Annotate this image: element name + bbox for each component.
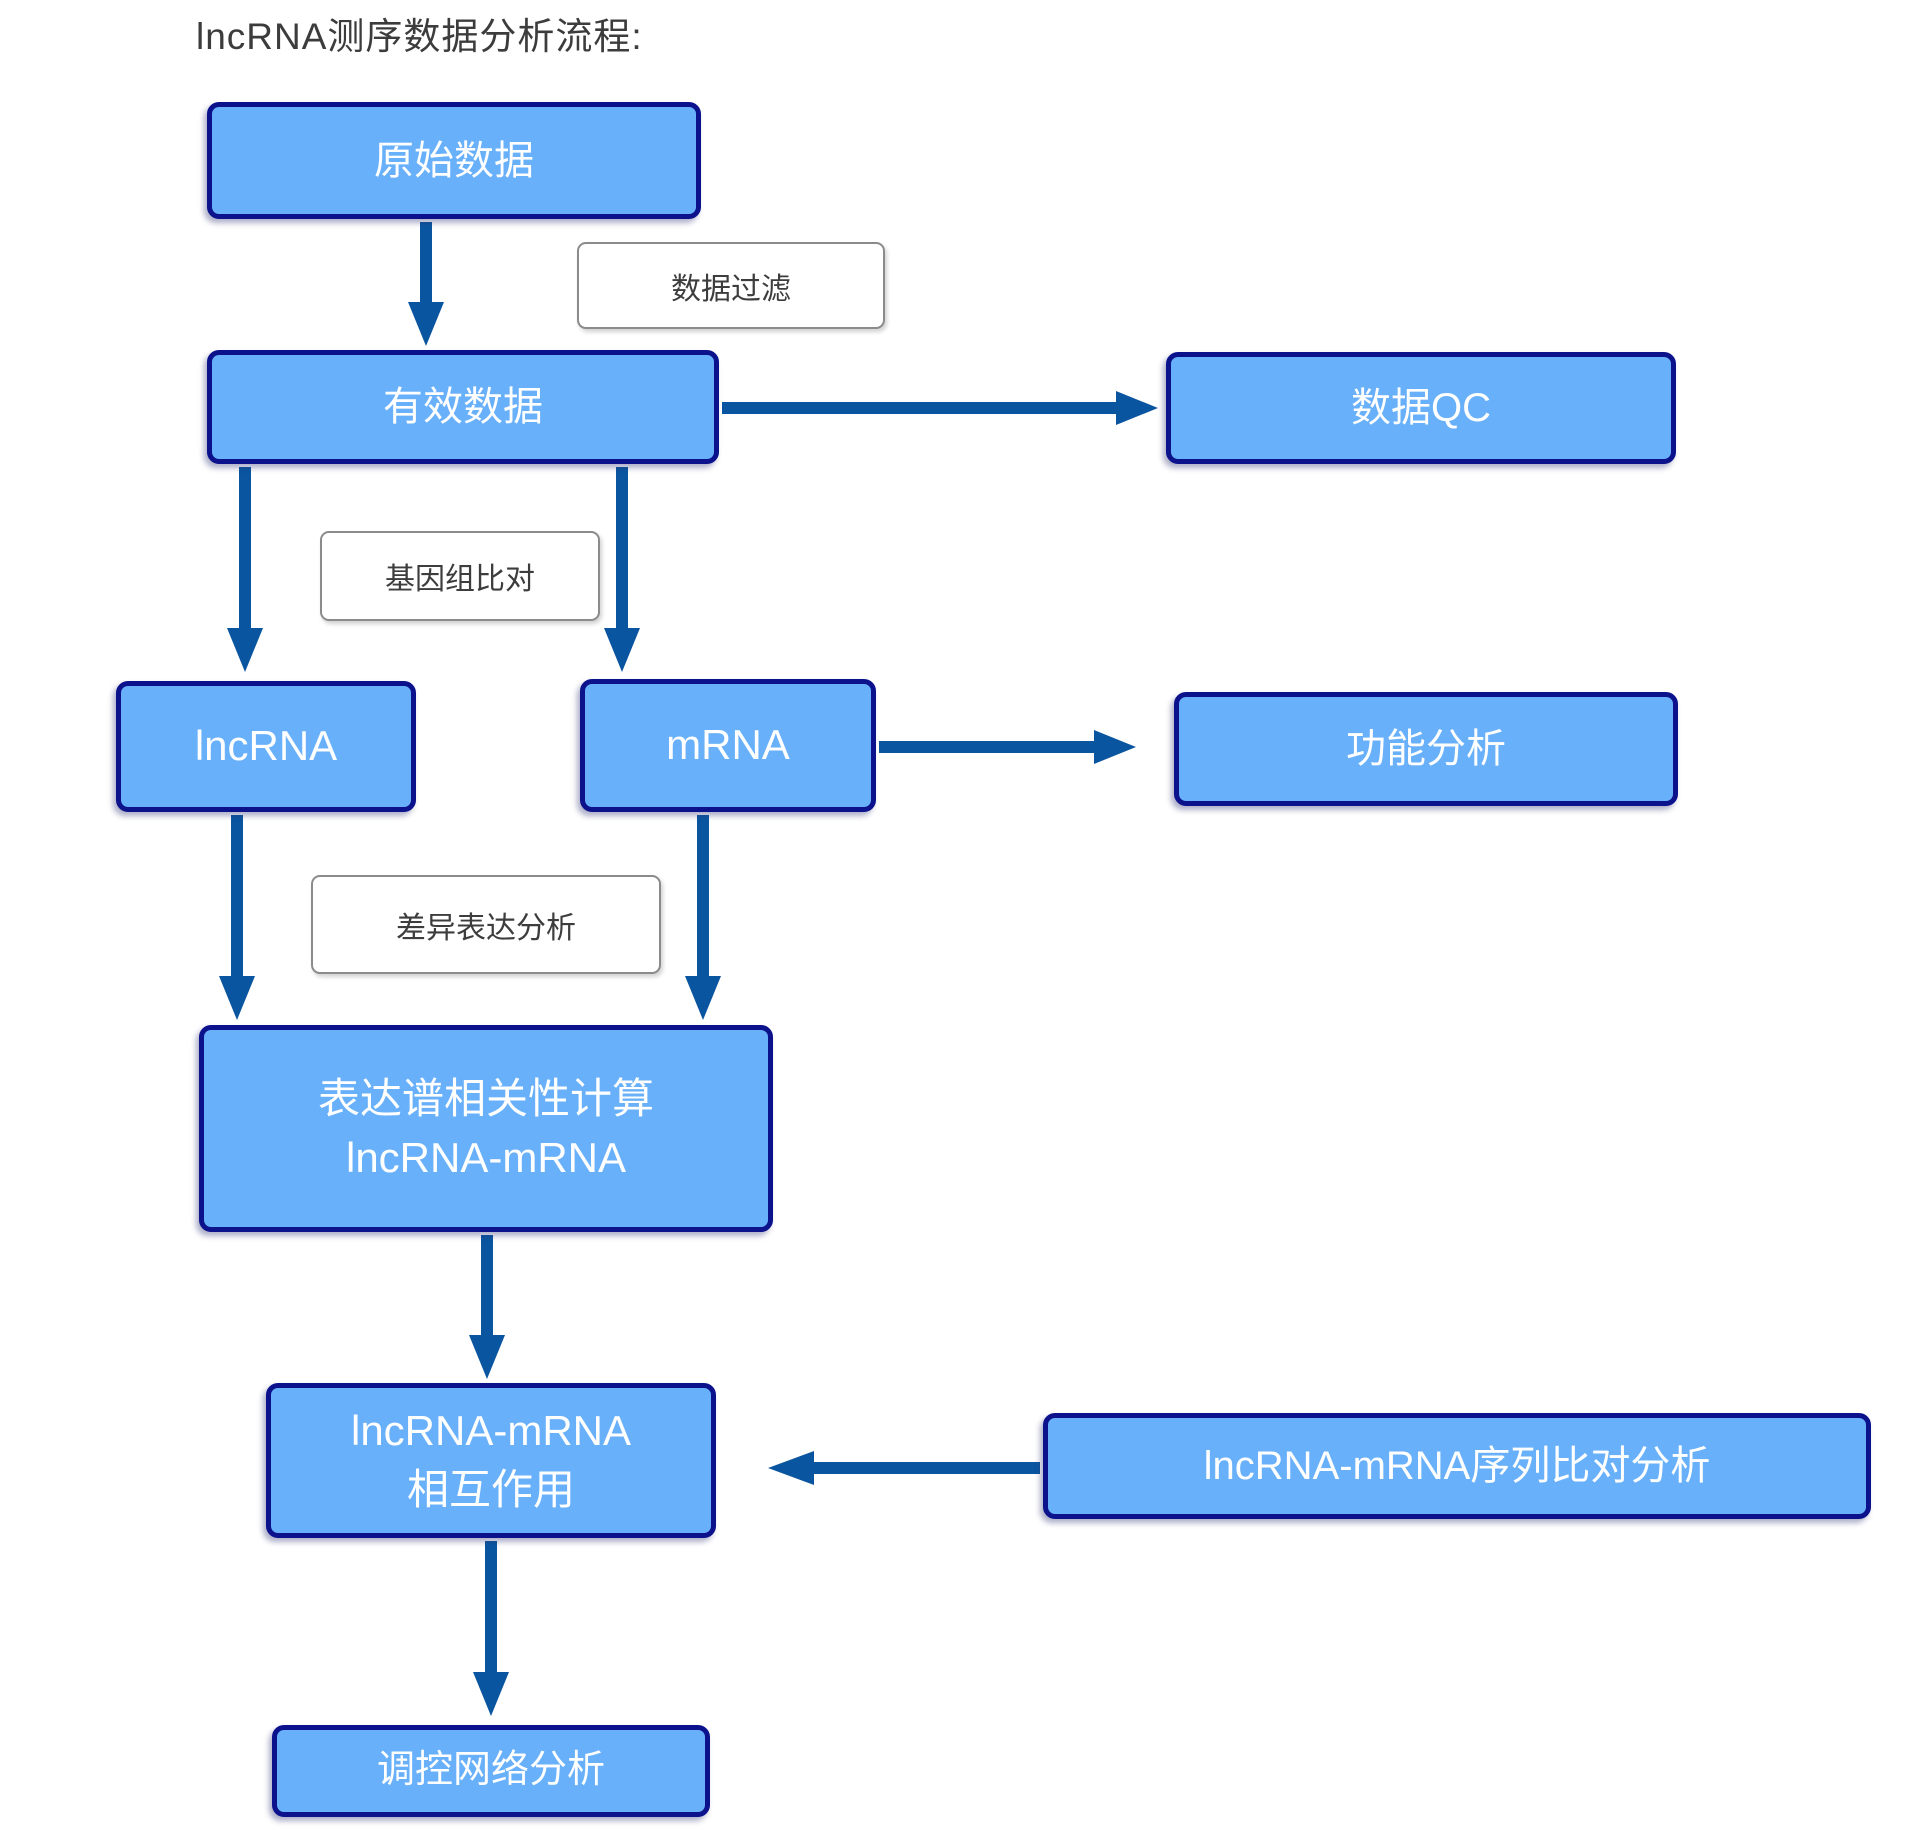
node-functional-analysis: 功能分析 (1174, 692, 1678, 806)
node-expression-correlation-line1: 表达谱相关性计算 (317, 1074, 654, 1122)
arrow-interaction-to-regnet (473, 1541, 509, 1716)
node-functional-analysis-label: 功能分析 (1346, 727, 1506, 771)
arrow-valid-to-mrna (604, 467, 640, 672)
edge-label-genome-alignment: 基因组比对 (320, 531, 600, 621)
page-title: lncRNA测序数据分析流程: (196, 16, 643, 57)
arrow-valid-to-qc (722, 391, 1158, 425)
node-data-qc-label: 数据QC (1351, 386, 1491, 430)
node-regulatory-network: 调控网络分析 (272, 1725, 710, 1817)
node-regulatory-network-label: 调控网络分析 (376, 1749, 605, 1792)
node-lncrna-label: lncRNA (194, 722, 338, 770)
arrow-raw-to-valid (408, 222, 444, 346)
arrow-valid-to-lncrna (227, 467, 263, 672)
edge-label-genome-alignment-text: 基因组比对 (385, 563, 535, 596)
arrow-seqalign-to-interaction (768, 1451, 1040, 1485)
node-expression-correlation: 表达谱相关性计算 lncRNA-mRNA (199, 1025, 773, 1232)
node-sequence-alignment: lncRNA-mRNA序列比对分析 (1043, 1413, 1871, 1519)
node-mrna-label: mRNA (666, 721, 790, 769)
node-mrna: mRNA (580, 679, 876, 812)
node-interaction-line1: lncRNA-mRNA (350, 1406, 631, 1454)
arrow-mrna-to-func (879, 730, 1136, 764)
arrow-corr-to-interaction (469, 1235, 505, 1379)
node-lncrna: lncRNA (116, 681, 416, 812)
node-sequence-alignment-label: lncRNA-mRNA序列比对分析 (1203, 1444, 1711, 1488)
node-valid-data-label: 有效数据 (383, 385, 543, 429)
node-raw-data-label: 原始数据 (374, 138, 534, 183)
edge-label-diff-expression-text: 差异表达分析 (396, 911, 576, 945)
edge-label-diff-expression: 差异表达分析 (311, 875, 661, 974)
node-raw-data: 原始数据 (207, 102, 701, 219)
node-data-qc: 数据QC (1166, 352, 1676, 464)
node-interaction-line2: 相互作用 (406, 1465, 575, 1513)
arrow-mrna-to-corr (685, 815, 721, 1020)
edge-label-data-filter-text: 数据过滤 (671, 272, 791, 306)
node-interaction: lncRNA-mRNA 相互作用 (266, 1383, 716, 1538)
node-valid-data: 有效数据 (207, 350, 719, 464)
node-expression-correlation-line2: lncRNA-mRNA (345, 1133, 626, 1181)
arrow-lncrna-to-corr (219, 815, 255, 1020)
edge-label-data-filter: 数据过滤 (577, 242, 885, 329)
